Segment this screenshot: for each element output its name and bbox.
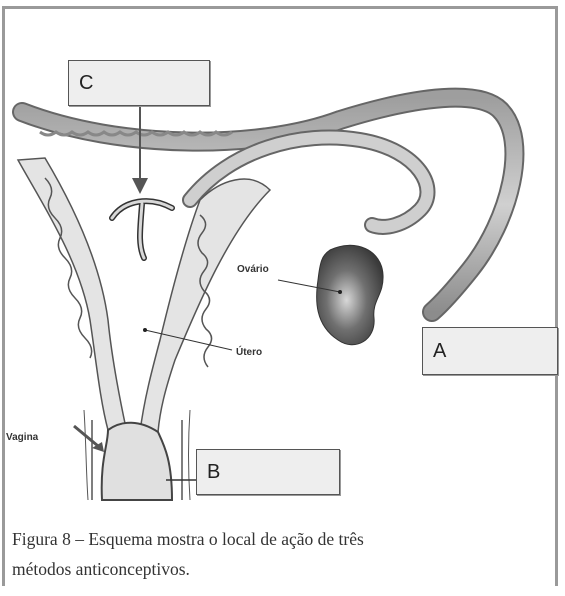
label-c-text: C <box>79 72 93 95</box>
label-box-c: C <box>68 60 210 106</box>
uterus-label: Útero <box>236 347 262 358</box>
ovary <box>317 245 383 344</box>
cervix <box>102 423 172 500</box>
caption-line-2: métodos anticonceptivos. <box>12 554 532 584</box>
label-a-text: A <box>433 340 446 363</box>
label-box-a: A <box>422 327 558 375</box>
uterus-right-wall <box>140 179 270 432</box>
vagina-label: Vagina <box>6 432 38 443</box>
caption-line-1: Figura 8 – Esquema mostra o local de açã… <box>12 524 532 554</box>
label-box-b: B <box>196 449 340 495</box>
figure-caption: Figura 8 – Esquema mostra o local de açã… <box>12 524 532 584</box>
ovary-label: Ovário <box>237 264 269 275</box>
label-b-text: B <box>207 461 220 484</box>
